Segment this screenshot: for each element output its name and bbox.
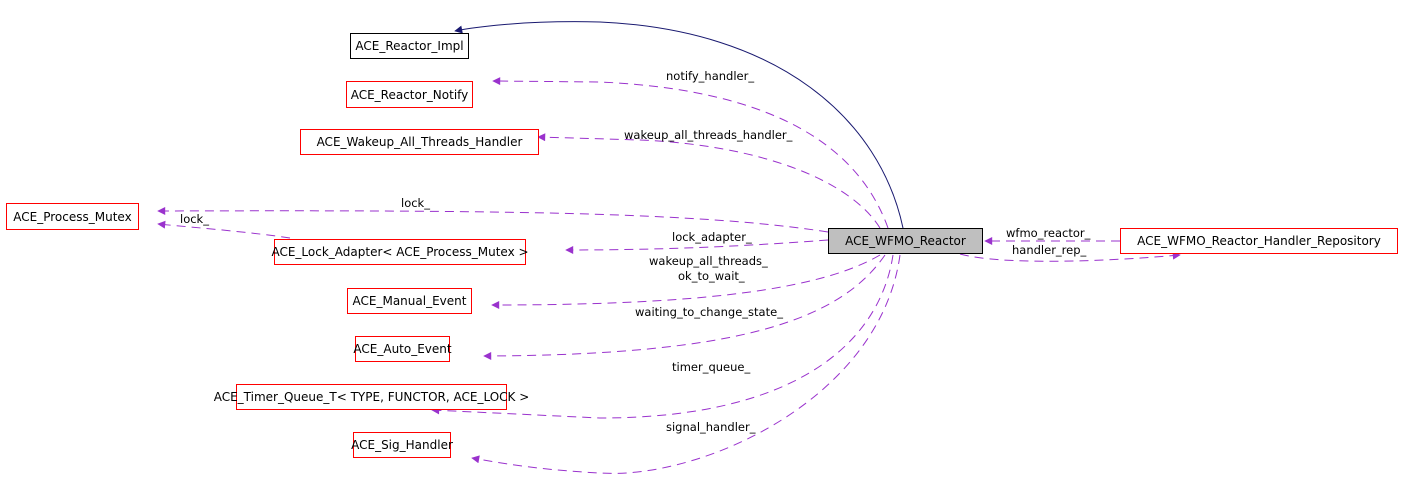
node-ace-timer-queue-t[interactable]: ACE_Timer_Queue_T< TYPE, FUNCTOR, ACE_LO…: [214, 384, 529, 410]
edge-label-timer-queue: timer_queue_: [672, 360, 751, 374]
edge-inherit-reactor-impl: [454, 21, 904, 229]
edge-lock: [157, 206, 829, 233]
edge-label-manual-2: ok_to_wait_: [678, 269, 745, 283]
edge-signal-handler: [471, 254, 901, 474]
edge-label-signal-handler: signal_handler_: [666, 420, 756, 434]
edge-timer-queue: [431, 254, 894, 419]
edge-label-lock: lock_: [401, 196, 430, 210]
edge-wakeup-handler: [537, 133, 881, 229]
edge-label-lock-adapter-lock: lock_: [180, 212, 209, 226]
edge-handler-rep: [959, 251, 1181, 262]
node-ace-reactor-impl[interactable]: ACE_Reactor_Impl: [350, 33, 469, 59]
node-ace-sig-handler[interactable]: ACE_Sig_Handler: [351, 432, 453, 458]
node-ace-wfmo-reactor-handler-repository[interactable]: ACE_WFMO_Reactor_Handler_Repository: [1120, 228, 1398, 254]
edge-label-wfmo-reactor: wfmo_reactor_: [1006, 226, 1091, 240]
node-ace-lock-adapter[interactable]: ACE_Lock_Adapter< ACE_Process_Mutex >: [271, 239, 529, 265]
node-ace-reactor-notify[interactable]: ACE_Reactor_Notify: [346, 81, 473, 108]
node-ace-process-mutex[interactable]: ACE_Process_Mutex: [6, 203, 139, 230]
edge-label-lock-adapter: lock_adapter_: [672, 230, 752, 244]
edge-notify-handler: [492, 77, 889, 229]
node-ace-wakeup-all-threads-handler[interactable]: ACE_Wakeup_All_Threads_Handler: [300, 129, 539, 155]
edge-label-notify-handler: notify_handler_: [666, 69, 755, 83]
edge-label-auto-event: waiting_to_change_state_: [635, 305, 783, 319]
node-ace-manual-event[interactable]: ACE_Manual_Event: [347, 288, 472, 314]
node-ace-auto-event[interactable]: ACE_Auto_Event: [353, 336, 452, 362]
edge-manual-event: [491, 254, 881, 309]
edge-lock-adapter-lock: [157, 220, 291, 239]
node-ace-wfmo-reactor: ACE_WFMO_Reactor: [828, 228, 983, 254]
edge-label-manual-1: wakeup_all_threads_: [649, 254, 768, 268]
edge-label-handler-rep: handler_rep_: [1012, 243, 1087, 257]
edge-label-wakeup-handler: wakeup_all_threads_handler_: [624, 128, 793, 142]
edge-auto-event: [483, 254, 886, 360]
